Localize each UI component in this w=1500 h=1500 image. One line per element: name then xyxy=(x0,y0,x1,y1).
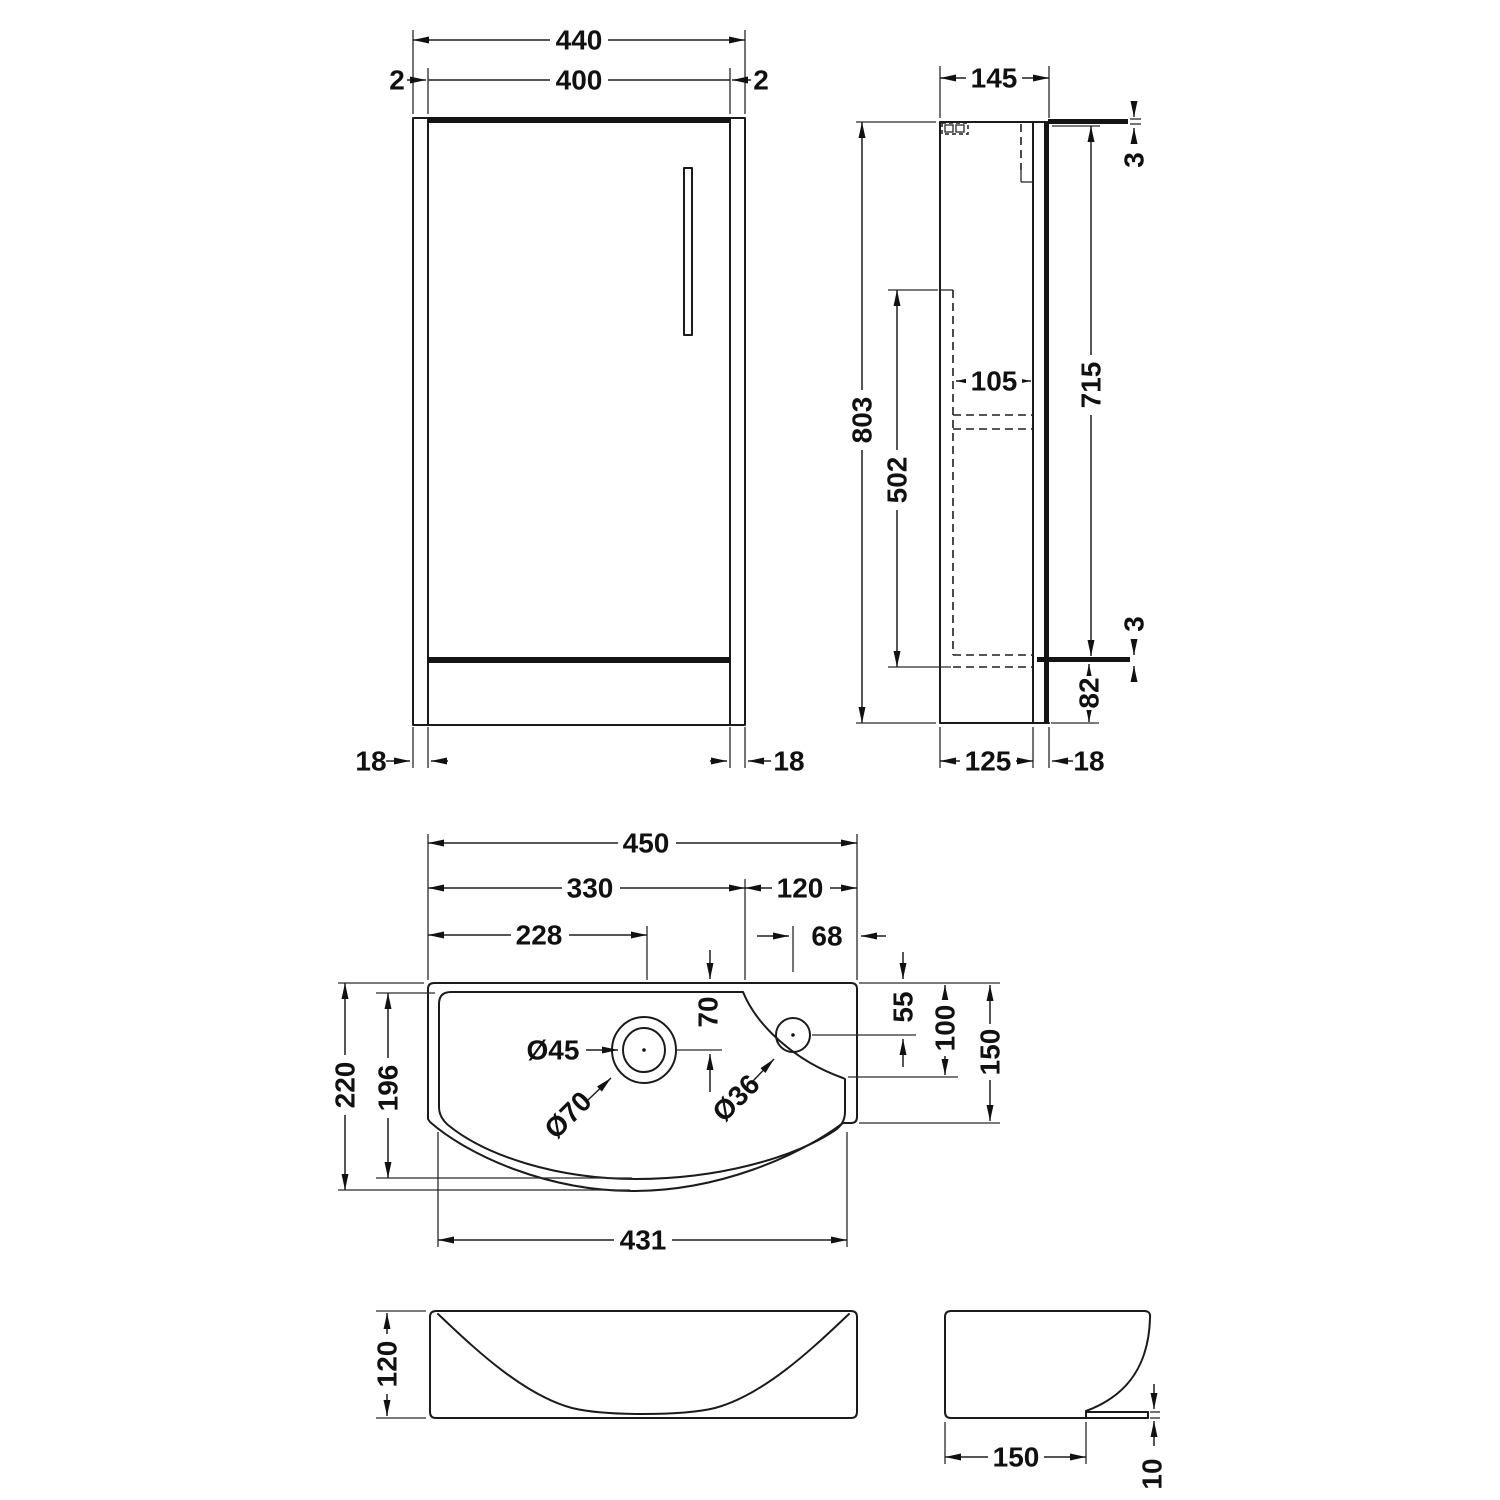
bracket-screw-left xyxy=(944,124,954,133)
wall-bracket xyxy=(941,122,969,135)
bracket-screw-right xyxy=(955,124,965,133)
dim-door-thickness: 18 xyxy=(1052,746,1105,777)
dim-overall-width: 440 xyxy=(412,25,746,114)
dim-tap-from-top: 55 xyxy=(812,952,919,1067)
dim-side-panel-right: 18 xyxy=(710,727,805,777)
dim-label-100: 100 xyxy=(930,1005,961,1052)
dim-label-330: 330 xyxy=(567,873,614,904)
dim-label-125: 125 xyxy=(965,746,1012,777)
door-front-face xyxy=(1044,122,1049,723)
dim-label-145: 145 xyxy=(971,63,1018,94)
dim-body-depth: 125 xyxy=(939,727,1050,777)
dim-label-440: 440 xyxy=(556,25,603,56)
dim-side-panel-left: 18 xyxy=(355,727,448,777)
callout-tap-hole: Ø36 xyxy=(706,1058,775,1128)
dim-label-82: 82 xyxy=(1074,677,1105,708)
dim-bowl-depth: 196 xyxy=(373,992,632,1179)
cabinet-top-edge xyxy=(428,117,730,123)
basin-side-elevation: 150 10 xyxy=(944,1310,1168,1490)
dim-label-228: 228 xyxy=(516,920,563,951)
dim-label-10: 10 xyxy=(1137,1458,1168,1489)
basin-front-elevation: 120 xyxy=(372,1310,858,1419)
dim-tap-offset: 68 xyxy=(757,921,886,972)
dim-gap-right: 2 xyxy=(732,65,769,96)
cabinet-outline xyxy=(412,117,746,726)
dim-label-400: 400 xyxy=(556,65,603,96)
dim-door-height: 715 xyxy=(1052,125,1107,656)
dim-basin-side-depth: 150 xyxy=(944,1422,1087,1473)
dim-label-2-left: 2 xyxy=(389,65,405,96)
door-bottom-edge xyxy=(428,657,730,663)
dim-label-3-bottom: 3 xyxy=(1119,616,1150,632)
dim-label-68: 68 xyxy=(811,921,842,952)
dim-door-width: 400 xyxy=(427,65,731,114)
dim-label-2-right: 2 xyxy=(753,65,769,96)
dim-overall-height: 803 xyxy=(847,121,936,724)
dim-plinth-height: 82 xyxy=(1051,664,1105,724)
dim-label-715: 715 xyxy=(1076,362,1107,409)
basin-side-outline xyxy=(944,1310,1152,1419)
dim-label-18-right: 18 xyxy=(773,746,804,777)
drain-center-mark xyxy=(642,1048,646,1052)
dim-label-18-left: 18 xyxy=(355,746,386,777)
basin-outer-outline xyxy=(427,982,858,1192)
dim-shelf-depth: 105 xyxy=(956,366,1031,397)
dim-deck-width: 120 xyxy=(745,873,857,904)
dim-label-150-side: 150 xyxy=(993,1442,1040,1473)
dim-drain-from-top: 70 xyxy=(676,950,724,1092)
dim-bowl-width: 330 xyxy=(428,873,746,980)
dim-label-dia70: Ø70 xyxy=(538,1085,597,1144)
dim-top-thickness: 3 xyxy=(1119,101,1150,168)
drain-hole-circle xyxy=(622,1027,666,1073)
countertop-edge xyxy=(1048,119,1128,124)
dim-label-3-top: 3 xyxy=(1119,152,1150,168)
tap-hole-circle xyxy=(775,1017,811,1053)
dim-basin-depth: 220 xyxy=(330,982,630,1191)
bowl-profile-curve xyxy=(437,1313,850,1415)
dim-lip-thickness: 10 xyxy=(1137,1384,1168,1490)
dim-label-18-door: 18 xyxy=(1073,746,1104,777)
dim-label-120-height: 120 xyxy=(372,1341,403,1388)
basin-inner-outline xyxy=(438,991,846,1180)
dim-depth: 145 xyxy=(939,63,1050,118)
cabinet-front-view: 440 400 2 2 18 xyxy=(355,25,804,777)
dim-label-220: 220 xyxy=(330,1062,361,1109)
callout-drain-hole: Ø45 xyxy=(527,1035,618,1066)
basin-front-outline xyxy=(429,1310,858,1419)
basin-plan-view: 450 330 120 228 68 xyxy=(330,828,1006,1256)
dim-deck-depth: 150 xyxy=(859,982,1006,1124)
dim-deck-inner-depth: 100 xyxy=(848,985,961,1078)
dim-label-196: 196 xyxy=(373,1065,404,1112)
bottom-rail-edge xyxy=(1037,657,1130,662)
door-handle xyxy=(683,167,693,336)
dim-label-dia45: Ø45 xyxy=(527,1035,580,1066)
dim-drain-offset: 228 xyxy=(428,920,648,980)
dim-basin-height: 120 xyxy=(372,1310,426,1419)
dim-label-803: 803 xyxy=(847,397,878,444)
dim-gap-left: 2 xyxy=(389,65,426,96)
dim-recess-height: 502 xyxy=(882,289,951,668)
dim-bottom-thickness: 3 xyxy=(1119,616,1150,682)
dim-label-431: 431 xyxy=(620,1225,667,1256)
cabinet-side-view: 145 803 715 3 105 xyxy=(847,63,1150,777)
tap-center-mark xyxy=(791,1033,795,1037)
dim-label-450: 450 xyxy=(623,828,670,859)
dim-label-502: 502 xyxy=(882,457,913,504)
dim-label-55: 55 xyxy=(888,991,919,1022)
dim-label-70: 70 xyxy=(693,996,724,1027)
dim-label-120: 120 xyxy=(777,873,824,904)
callout-drain-rim: Ø70 xyxy=(538,1077,612,1145)
dim-label-150: 150 xyxy=(975,1029,1006,1076)
dim-label-105: 105 xyxy=(971,366,1018,397)
dim-bowl-bottom-width: 431 xyxy=(437,1132,848,1256)
dim-basin-width: 450 xyxy=(427,828,858,980)
